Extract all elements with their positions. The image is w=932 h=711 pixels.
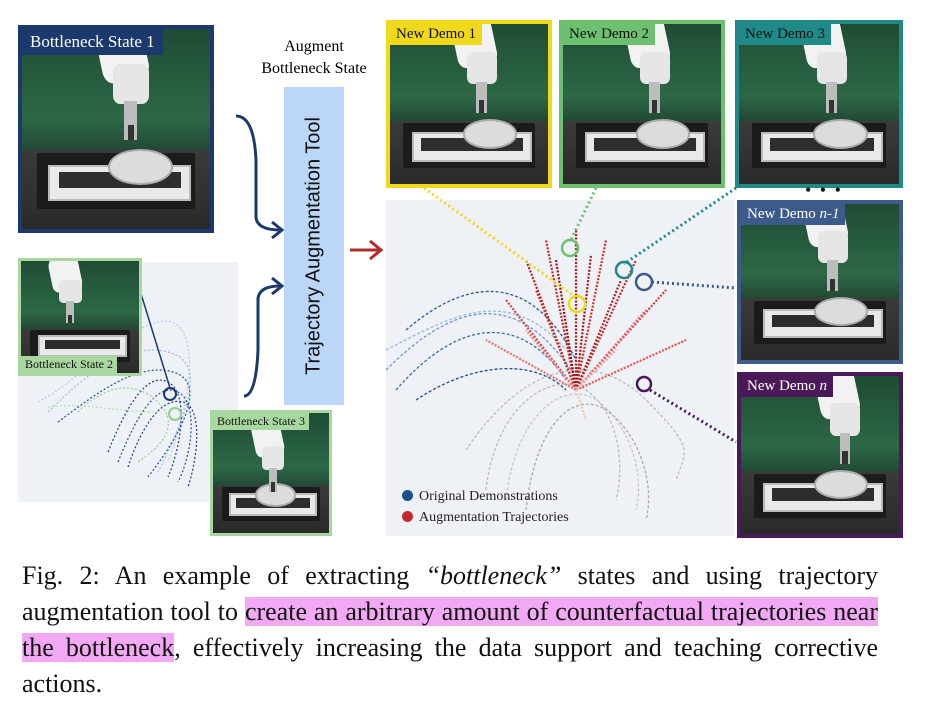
target-disc [813,469,869,500]
bottleneck-state-2-panel: Bottleneck State 2 [18,258,142,376]
new-demo-n-panel: New Demo n [737,372,903,538]
augment-label-line2: Bottleneck State [261,60,367,77]
panel-label: Bottleneck State 1 [22,29,163,55]
panel-label: New Demo 3 [739,24,831,45]
demo-label-prefix: New Demo [747,206,820,222]
robot-arm [248,415,297,495]
target-disc [813,296,869,326]
bottleneck-state-3-panel: Bottleneck State 3 [210,410,332,536]
robot-arm [797,24,864,117]
bottleneck-state-1-panel: Bottleneck State 1 [18,25,214,233]
central-trajectory-lines [386,230,687,521]
new-demo-2-panel: New Demo 2 [559,20,725,188]
robot-arm [798,204,864,294]
state-to-tool-arrows [235,114,285,398]
demo-index: n-1 [819,206,840,222]
target-disc [812,119,868,149]
new-demo-n-minus-1-panel: New Demo n-1 [737,200,903,364]
new-demo-3-panel: New Demo 3 [735,20,903,188]
tool-output-arrow [350,239,384,261]
caption-quoted: “bottleneck” [425,561,562,590]
caption-fig-number: Fig. 2: [22,561,100,590]
legend-original-label: Original Demonstrations [419,489,558,504]
robot-arm [620,24,686,117]
legend-augmented-dot [402,511,413,522]
robot-arm [811,376,877,468]
caption-part2: states and using trajectory augmentation… [22,561,878,626]
figure-caption: Fig. 2: An example of extracting “bottle… [22,558,878,702]
demo-connector-lines [423,186,737,444]
robot-arm [447,24,513,117]
caption-part1: An example of extracting [99,561,426,590]
target-disc [635,119,691,149]
panel-label: New Demo 2 [563,24,655,45]
tray [37,335,128,358]
panel-label: New Demo 1 [390,24,482,45]
legend-original-dot [402,490,413,501]
target-disc [462,119,518,149]
panel-label: Bottleneck State 2 [21,356,117,373]
augment-label-line1: Augment [284,38,344,55]
robot-arm [90,29,169,145]
legend-augmented-label: Augmentation Trajectories [419,510,569,525]
demo-label-prefix: New Demo [747,378,820,394]
legend-original: Original Demonstrations [402,489,558,505]
new-demo-1-panel: New Demo 1 [386,20,552,188]
more-demos-ellipsis: • • • [805,180,843,200]
central-trajectory-plot [386,200,734,536]
legend-augmented: Augmentation Trajectories [402,510,569,526]
panel-label: New Demo n-1 [741,204,846,225]
tool-label: Trajectory Augmentation Tool [302,117,325,375]
target-disc [108,149,173,185]
demo-index: n [819,378,827,394]
panel-label: New Demo n [741,376,833,397]
caption-part3: , effectively increasing the data suppor… [22,633,878,698]
trajectory-augmentation-tool-box: Trajectory Augmentation Tool [284,87,344,405]
panel-label: Bottleneck State 3 [213,413,309,430]
robot-arm [45,261,95,326]
